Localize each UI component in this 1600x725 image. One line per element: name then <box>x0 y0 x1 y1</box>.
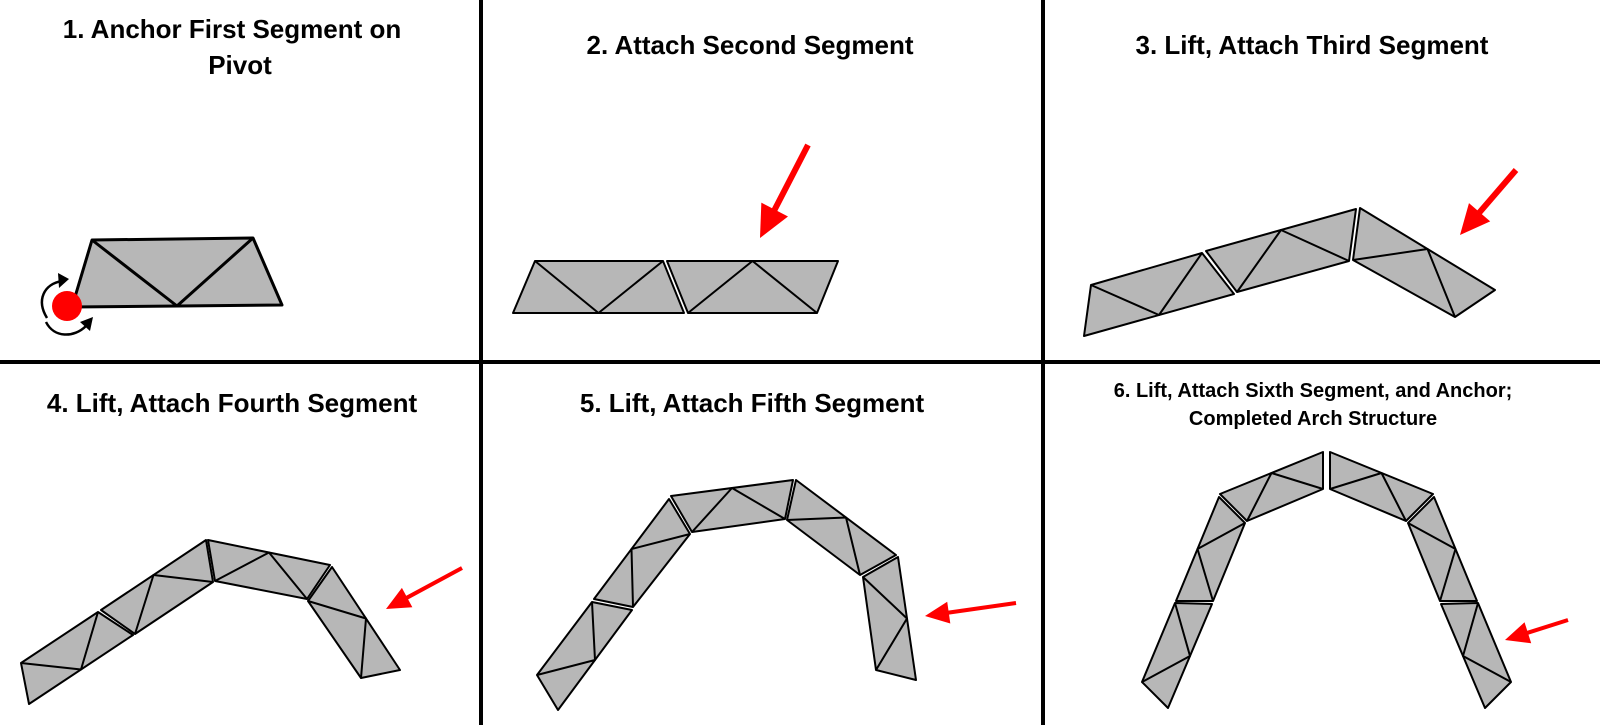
panel-4 <box>20 539 463 705</box>
arch-segment <box>786 479 897 576</box>
segment-triangle-braces <box>1407 522 1457 602</box>
arch-segment <box>1083 252 1235 337</box>
pivot-dot-icon <box>52 291 82 321</box>
segment-outline <box>1141 602 1213 709</box>
arch-segment <box>207 539 331 600</box>
segment-outline <box>1083 252 1235 337</box>
arch-segment <box>1205 208 1357 293</box>
arch-segment <box>100 539 214 635</box>
arch-segment <box>20 611 134 705</box>
segment-outline <box>666 260 839 314</box>
arch-segment <box>670 479 794 533</box>
arch-segment <box>536 601 633 711</box>
arch-segment <box>1352 207 1496 318</box>
segment-outline <box>786 479 897 576</box>
arch-segment <box>862 556 917 681</box>
arrow-shaft <box>946 601 1017 615</box>
segment-triangle-braces <box>307 600 367 679</box>
segment-triangle-braces <box>1246 472 1324 522</box>
segment-outline <box>207 539 331 600</box>
red-arrow-icon <box>386 566 463 609</box>
arrow-shaft <box>1476 168 1519 216</box>
segment-triangle-braces <box>1329 472 1407 522</box>
segment-outline <box>536 601 633 711</box>
segment-outline <box>1407 496 1478 602</box>
arrow-head <box>925 601 951 624</box>
segment-triangle-braces <box>1141 602 1191 683</box>
segment-triangle-braces <box>534 260 664 314</box>
segment-outline <box>20 611 134 705</box>
arrow-head <box>386 587 413 609</box>
segment-outline <box>307 566 401 679</box>
segment-triangle-braces <box>691 487 786 533</box>
segment-triangle-braces <box>214 551 308 600</box>
panel-4-title: 4. Lift, Attach Fourth Segment <box>47 388 418 418</box>
arch-segment <box>1407 496 1478 602</box>
red-arrow-icon <box>1505 618 1569 644</box>
segment-triangle-braces <box>1352 248 1456 318</box>
panel-6-title-line-1: 6. Lift, Attach Sixth Segment, and Ancho… <box>1114 380 1513 402</box>
panel-6 <box>1141 451 1569 709</box>
segment-triangle-braces <box>1196 522 1246 602</box>
arch-segment <box>1141 602 1213 709</box>
rotation-arrows-icon <box>40 273 93 336</box>
segment-triangle-braces <box>20 611 99 671</box>
arch-segment <box>666 260 839 314</box>
arch-segment <box>1175 496 1246 602</box>
panel-2 <box>512 143 839 314</box>
arch-segment <box>593 498 691 608</box>
segment-outline <box>1329 451 1434 522</box>
panel-3-title: 3. Lift, Attach Third Segment <box>1136 30 1489 60</box>
segment-outline <box>862 556 917 681</box>
panel-2-title: 2. Attach Second Segment <box>587 30 914 60</box>
panel-3 <box>1083 168 1519 337</box>
arch-segment <box>512 260 685 314</box>
segment-outline <box>1440 602 1512 709</box>
panel-1 <box>40 236 284 336</box>
panel-1-title-line-1: 1. Anchor First Segment on <box>63 14 402 44</box>
arrow-shaft <box>404 566 463 601</box>
arrow-head <box>760 202 789 238</box>
segment-triangle-braces <box>630 533 691 608</box>
arch-segment <box>1440 602 1512 709</box>
segment-outline <box>1175 496 1246 602</box>
segment-outline <box>1219 451 1324 522</box>
red-arrow-icon <box>925 601 1017 624</box>
segment-outline <box>593 498 691 608</box>
segment-triangle-braces <box>536 601 596 676</box>
segment-triangle-braces <box>91 236 255 308</box>
segment-triangle-braces <box>1090 252 1203 316</box>
segment-triangle-braces <box>786 516 861 576</box>
red-arrow-icon <box>760 143 811 238</box>
arrow-shaft <box>771 143 811 213</box>
segment-triangle-braces <box>687 260 818 314</box>
panel-5-title: 5. Lift, Attach Fifth Segment <box>580 388 925 418</box>
arrow-head <box>1460 203 1491 235</box>
arch-segment <box>1219 451 1324 522</box>
segment-triangle-braces <box>134 574 214 635</box>
segment-outline <box>512 260 685 314</box>
arrow-head <box>1505 622 1532 644</box>
panel-1-title-line-2: Pivot <box>208 50 272 80</box>
arrow-shaft <box>1525 618 1569 636</box>
segment-triangle-braces <box>1462 602 1512 683</box>
segment-outline <box>100 539 214 635</box>
segment-outline <box>1205 208 1357 293</box>
red-arrow-icon <box>1460 168 1519 235</box>
segment-triangle-braces <box>862 576 908 671</box>
segment-triangle-braces <box>1236 229 1350 293</box>
arch-segment <box>307 566 401 679</box>
arch-segment <box>70 236 284 309</box>
panel-6-title-line-2: Completed Arch Structure <box>1189 408 1437 430</box>
panel-5 <box>536 479 1017 711</box>
arch-segment <box>1329 451 1434 522</box>
